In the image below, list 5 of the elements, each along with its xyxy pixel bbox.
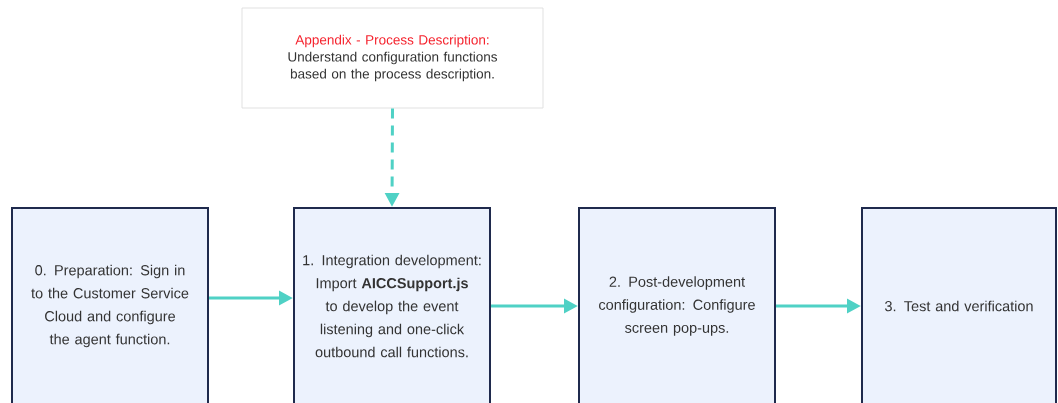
note-box: Appendix - Process Description: Understand configuration functions based on the process description. — [241, 7, 544, 109]
process-box: 0. Preparation: Sign in to the Customer Service Cloud and configure the agent function. — [11, 207, 209, 403]
process-box: 2. Post-development configuration: Configure screen pop-ups. — [578, 207, 776, 403]
process-box: 3. Test and verification — [861, 207, 1057, 403]
process-box: 1. Integration development: Import AICCSupport.js to develop the event listening and one-click outbound call functions. — [293, 207, 491, 403]
